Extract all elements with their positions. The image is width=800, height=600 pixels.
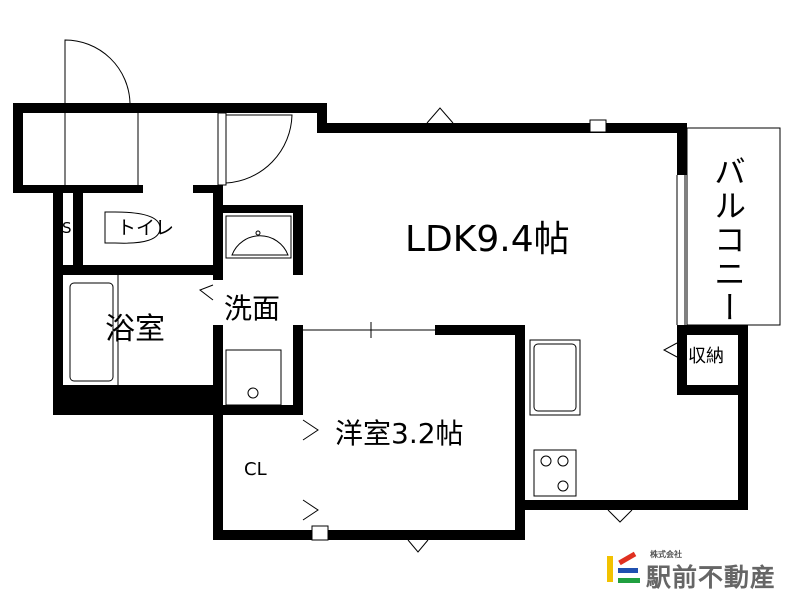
- company-logo-mark: [607, 551, 640, 583]
- walls: [13, 103, 748, 540]
- room-label-ldk: LDK9.4帖: [405, 219, 570, 260]
- room-label-bath: 浴室: [105, 312, 165, 347]
- room-label-western: 洋室3.2帖: [335, 417, 464, 450]
- room-label-ps: PS: [53, 219, 72, 237]
- room-label-closet: CL: [244, 459, 267, 480]
- room-label-storage: 収納: [688, 346, 724, 367]
- company-name: 駅前不動産: [646, 563, 777, 592]
- company-prefix: 株式会社: [650, 550, 682, 559]
- room-label-balcony: バルコニー: [709, 155, 747, 325]
- fixtures: [64, 39, 781, 553]
- room-label-washroom: 洗面: [224, 292, 281, 325]
- room-label-toilet: トイレ: [117, 217, 175, 239]
